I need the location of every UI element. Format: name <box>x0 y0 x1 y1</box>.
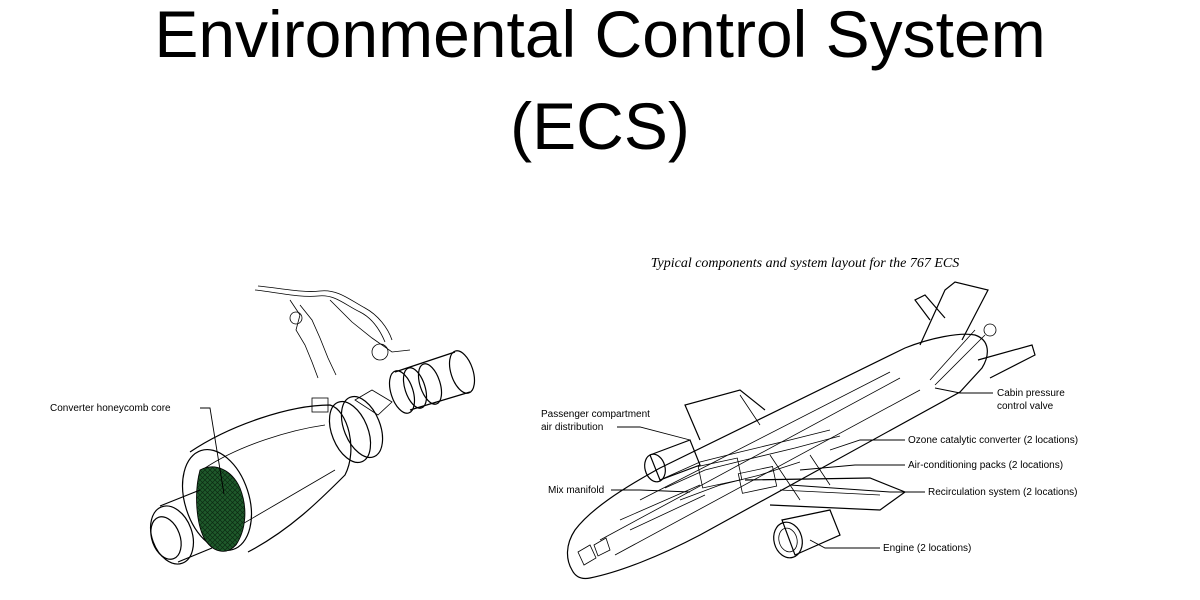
label-ac-packs: Air-conditioning packs (2 locations) <box>908 460 1064 471</box>
title-line-2: (ECS) <box>510 89 690 163</box>
label-recirculation: Recirculation system (2 locations) <box>928 487 1078 498</box>
label-ozone-converter: Ozone catalytic converter (2 locations) <box>908 435 1079 446</box>
title-line-1: Environmental Control System <box>154 0 1046 71</box>
ozone-converter-drawing <box>149 285 476 565</box>
honeycomb-core <box>196 466 246 552</box>
label-cabin-pressure: Cabin pressure control valve <box>997 388 1065 412</box>
label-engine: Engine (2 locations) <box>883 543 972 554</box>
figure-caption: Typical components and system layout for… <box>650 256 960 271</box>
slide-title: Environmental Control System (ECS) <box>0 0 1200 164</box>
label-passenger-distribution: Passenger compartment air distribution <box>541 409 650 433</box>
label-converter-core: Converter honeycomb core <box>50 403 171 414</box>
airplane-cutaway-drawing <box>566 281 1036 580</box>
label-mix-manifold: Mix manifold <box>548 485 605 496</box>
